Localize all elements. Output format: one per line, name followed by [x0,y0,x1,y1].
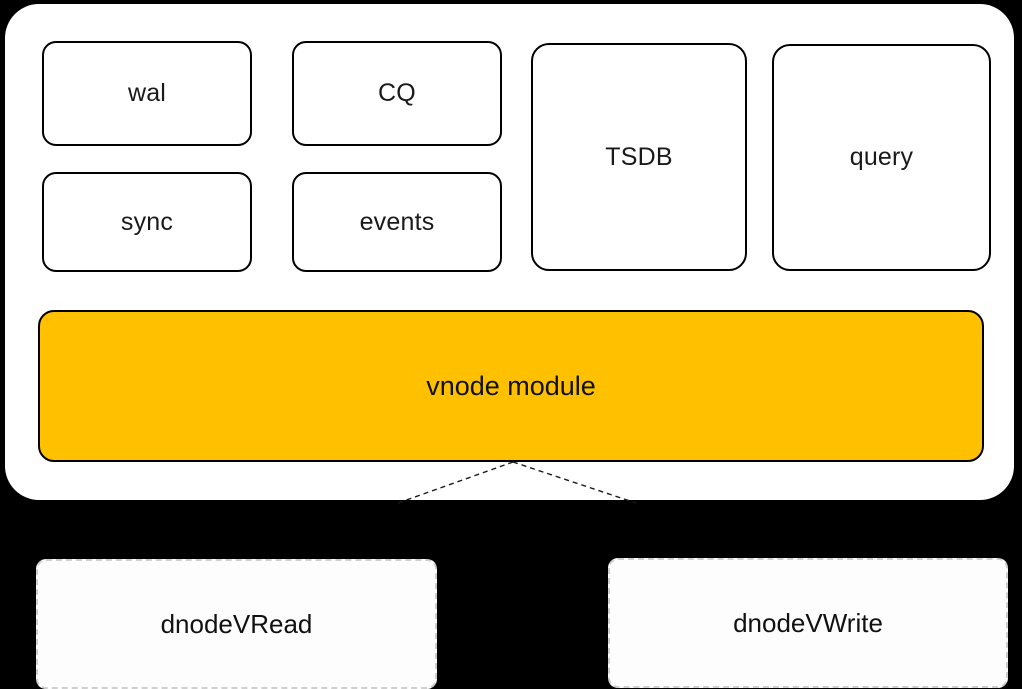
dnode-label-dnodevwrite: dnodeVWrite [733,608,883,638]
module-box-events[interactable]: events [292,172,502,272]
module-label-sync: sync [120,207,174,236]
module-label-tsdb: TSDB [605,142,673,171]
vnode-module-bar[interactable]: vnode module [38,310,984,462]
module-box-wal[interactable]: wal [42,41,252,146]
module-label-wal: wal [127,79,167,107]
module-box-sync[interactable]: sync [42,172,252,272]
module-box-cq[interactable]: CQ [292,41,502,146]
module-label-events: events [359,207,435,236]
module-label-cq: CQ [378,79,416,107]
dnode-box-dnodevwrite[interactable]: dnodeVWrite [608,558,1008,688]
dnode-label-dnodevread: dnodeVRead [160,609,313,639]
module-box-tsdb[interactable]: TSDB [531,43,747,271]
diagram-canvas: wal CQ sync events TSDB query vnode modu… [5,4,1014,689]
module-label-query: query [849,143,914,171]
vnode-module-label: vnode module [426,370,596,401]
dnode-box-dnodevread[interactable]: dnodeVRead [36,559,437,689]
module-box-query[interactable]: query [772,44,991,271]
